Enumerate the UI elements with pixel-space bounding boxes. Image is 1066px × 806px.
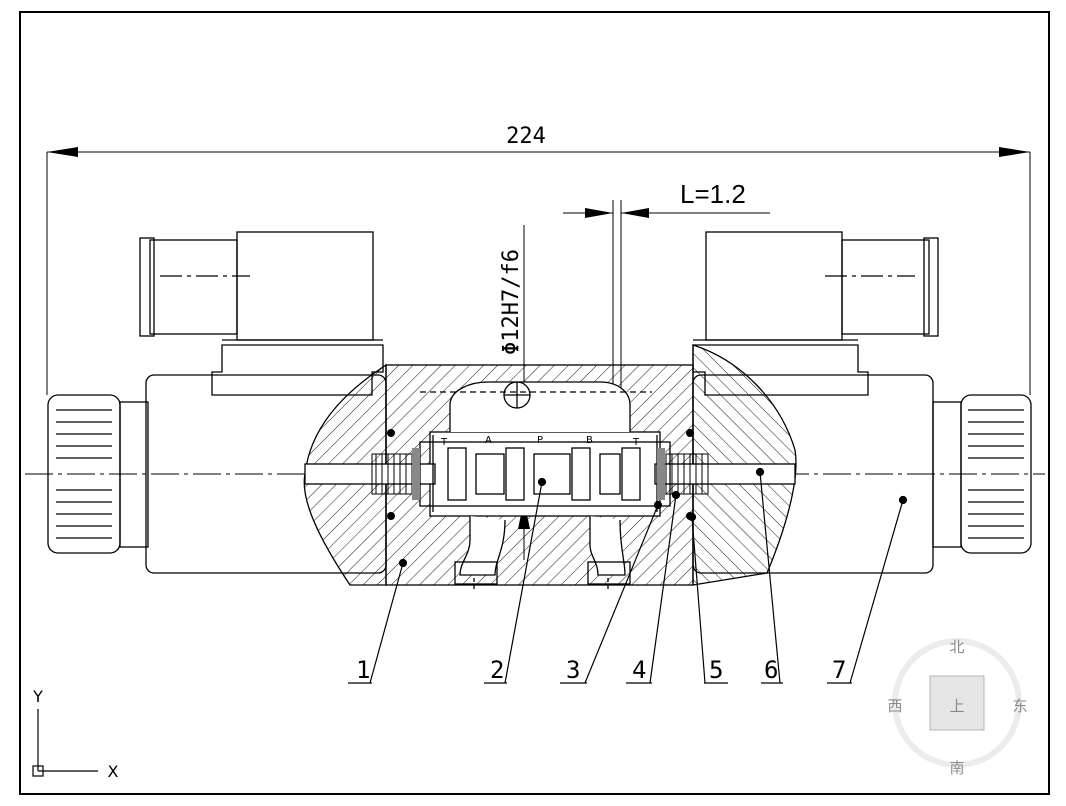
port-label-t-right: T (632, 437, 640, 448)
part-number-2: 2 (490, 656, 504, 684)
valve-body-section (303, 344, 797, 586)
port-label-p: P (537, 435, 543, 446)
left-override-knob (47, 394, 121, 554)
port-label-a: A (485, 435, 492, 446)
part-number-7: 7 (832, 656, 846, 684)
port-label-t-left: T (440, 437, 448, 448)
port-labels: T A P B T (440, 435, 640, 448)
viewcube[interactable]: 上 北 南 西 东 (887, 638, 1028, 777)
viewcube-face-label: 上 (949, 697, 964, 715)
part-number-3: 3 (566, 656, 580, 684)
ucs-y-label: Y (32, 687, 43, 706)
port-label-b: B (586, 435, 593, 446)
viewcube-south[interactable]: 南 (949, 759, 964, 777)
spool (419, 381, 671, 507)
right-override-knob (960, 394, 1032, 554)
part-number-5: 5 (709, 656, 723, 684)
viewcube-face-top[interactable] (929, 675, 985, 731)
ucs-x-label: X (108, 762, 119, 781)
part-number-4: 4 (632, 656, 646, 684)
overall-dimension-text: 224 (506, 124, 546, 149)
right-spring (665, 453, 709, 495)
fit-annotation-text: Φ12H7/f6 (499, 249, 524, 355)
part-number-6: 6 (764, 656, 778, 684)
spool-gap-text: L=1.2 (680, 179, 746, 209)
overall-dimension: 224 (46, 124, 1031, 395)
part-leaders (348, 467, 908, 684)
viewcube-east[interactable]: 东 (1012, 697, 1027, 715)
part-numbers: 1 2 3 4 5 6 7 (356, 656, 846, 684)
left-solenoid-coil (139, 231, 384, 396)
viewcube-north[interactable]: 北 (949, 638, 964, 656)
drawing-frame (19, 11, 1050, 795)
part-number-1: 1 (356, 656, 370, 684)
viewcube-west[interactable]: 西 (887, 697, 902, 715)
ucs-icon (32, 709, 98, 777)
right-solenoid-coil (692, 231, 939, 396)
